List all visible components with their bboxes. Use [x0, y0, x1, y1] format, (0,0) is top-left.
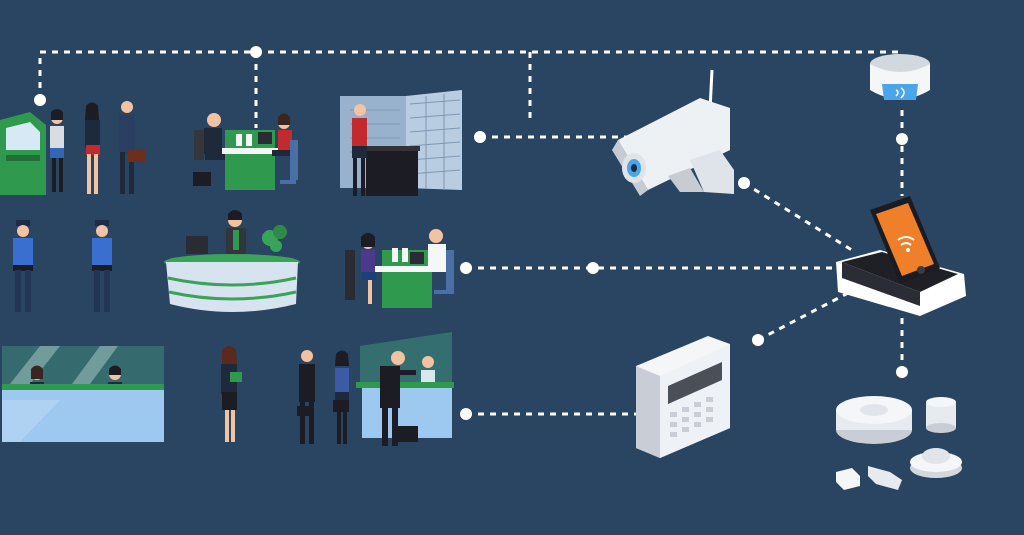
customer-man-2: [380, 351, 418, 446]
security-guard-2: [92, 220, 112, 312]
door-sensor-icon: [836, 466, 902, 490]
banker-woman-red: [352, 104, 367, 196]
customer-man-briefcase: [119, 101, 146, 194]
teller-desk-scene: [345, 229, 454, 308]
client-woman-blue: [345, 233, 376, 304]
customer-woman-atm: [50, 109, 64, 192]
client-woman: [272, 113, 298, 184]
smoke-detector-icon: [836, 396, 912, 444]
safe-deposit-scene: [340, 90, 462, 196]
receptionist: [226, 210, 246, 256]
customer-woman-red: [85, 102, 100, 194]
consultation-desk-scene: [193, 113, 298, 190]
reception-desk-scene: [164, 210, 300, 312]
smart-hub-icon: [836, 196, 966, 316]
security-camera-icon: [612, 69, 734, 196]
atm-queue-scene: [0, 101, 146, 195]
atm-machine: [0, 112, 46, 195]
banker-man: [193, 113, 225, 186]
customer-woman-2: [333, 350, 349, 444]
network-lines: [38, 50, 904, 416]
security-guards: [13, 220, 112, 312]
queue-at-counter-scene: [297, 332, 454, 446]
smartphone-icon: [870, 196, 940, 284]
counter-teller: [421, 356, 435, 384]
teller-windows-scene: [2, 346, 164, 442]
siren-icon: [910, 448, 962, 478]
customer-man-1: [297, 350, 315, 444]
teller-man: [428, 229, 454, 294]
security-guard-1: [13, 220, 33, 312]
network-nodes: [34, 46, 908, 420]
nfc-bracelet-icon: [870, 54, 930, 100]
motion-sensor-icon: [926, 397, 956, 433]
plant-icon: [262, 225, 287, 252]
alarm-keypad-icon: [636, 336, 730, 458]
smoke-and-door-sensors-icon: [836, 396, 962, 490]
businesswoman-reading: [221, 346, 242, 442]
